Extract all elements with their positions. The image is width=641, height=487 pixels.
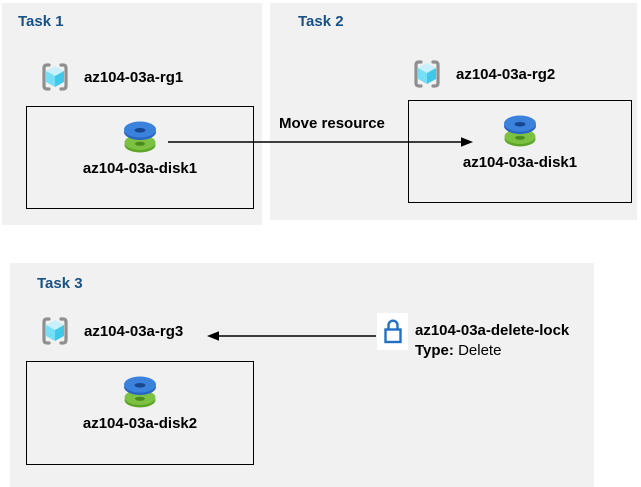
task1-title: Task 1 — [18, 13, 64, 30]
task2-resource-group-name: az104-03a-rg2 — [456, 65, 556, 83]
task2-title: Task 2 — [298, 13, 344, 30]
lock-type-label: Type: — [415, 342, 454, 359]
task2-resource-box: az104-03a-disk1 — [408, 100, 632, 203]
task3-resource-group-name: az104-03a-rg3 — [84, 322, 184, 340]
task1-resource-group: az104-03a-rg1 — [36, 58, 183, 96]
task3-panel: Task 3 az104-03a-rg3 az104-03a-dis — [10, 263, 594, 487]
disk-icon — [122, 120, 158, 153]
disk-icon — [502, 114, 538, 147]
task2-resource-group: az104-03a-rg2 — [408, 55, 555, 93]
task1-resource-group-name: az104-03a-rg1 — [84, 68, 184, 86]
task3-resource-name: az104-03a-disk2 — [82, 415, 198, 432]
task1-panel: Task 1 az104-03a-rg1 az104-03a-dis — [2, 3, 262, 225]
resource-group-icon — [408, 55, 446, 93]
resource-group-icon — [36, 58, 74, 96]
disk-icon — [122, 375, 158, 408]
resource-group-icon — [36, 312, 74, 350]
task1-resource-box: az104-03a-disk1 — [26, 106, 254, 209]
task3-resource-box: az104-03a-disk2 — [26, 361, 254, 465]
task3-resource-group: az104-03a-rg3 — [36, 312, 183, 350]
lock-icon — [377, 313, 408, 350]
task1-resource-name: az104-03a-disk1 — [82, 160, 198, 177]
delete-lock-annotation: az104-03a-delete-lock Type: Delete — [377, 313, 569, 361]
lock-type-value: Delete — [458, 342, 502, 359]
move-resource-label: Move resource — [279, 115, 385, 132]
task2-panel: Task 2 az104-03a-rg2 az104-03a-dis — [270, 3, 637, 220]
lock-type: Type: Delete — [415, 341, 569, 361]
task3-title: Task 3 — [37, 275, 83, 292]
lock-name: az104-03a-delete-lock — [415, 322, 570, 339]
task2-resource-name: az104-03a-disk1 — [462, 154, 578, 171]
lock-text: az104-03a-delete-lock Type: Delete — [415, 321, 569, 361]
